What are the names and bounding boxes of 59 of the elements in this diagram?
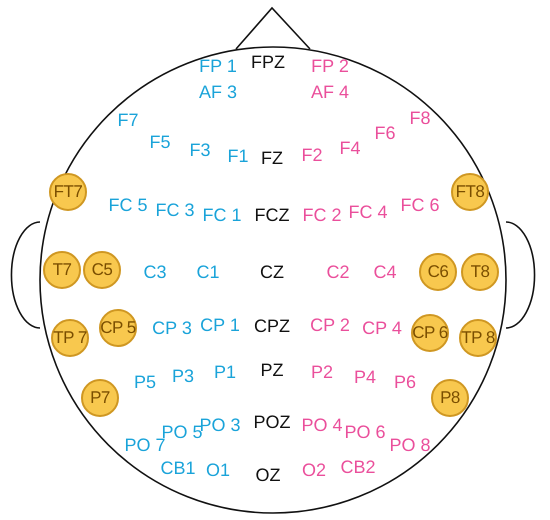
electrode-label: FC 1 (202, 206, 242, 224)
electrode-label: FC 4 (348, 203, 388, 221)
electrode-label: O1 (206, 461, 230, 479)
electrode-label: CPZ (254, 317, 290, 335)
electrode-circle: FT7 (49, 173, 87, 211)
electrode-circle: TP 7 (51, 319, 89, 357)
electrode-label: FPZ (251, 53, 285, 71)
electrode-label: F5 (150, 133, 170, 151)
electrode-circle: P7 (81, 379, 119, 417)
electrode-label: P5 (134, 373, 156, 391)
electrode-label: FC 5 (108, 196, 148, 214)
electrode-label: PZ (260, 361, 284, 379)
electrode-label: P6 (394, 373, 416, 391)
electrode-label: F6 (374, 124, 396, 142)
electrode-label: CP 1 (200, 316, 240, 334)
electrode-label: CZ (260, 263, 284, 281)
electrode-circle: T7 (43, 251, 81, 289)
electrode-label: F4 (340, 139, 360, 157)
electrode-label: C2 (326, 263, 350, 281)
electrode-label: F1 (228, 147, 248, 165)
electrode-label: P3 (172, 367, 194, 385)
electrode-label: CP 2 (310, 316, 350, 334)
electrode-label: F2 (302, 146, 322, 164)
electrode-label: FZ (261, 149, 283, 167)
electrode-circle: CP 5 (99, 309, 137, 347)
electrode-label: F7 (118, 111, 138, 129)
electrode-label: PO 4 (301, 416, 343, 434)
electrode-circle: P8 (431, 379, 469, 417)
electrode-label: AF 4 (311, 83, 349, 101)
electrode-label: CB1 (160, 459, 196, 477)
electrode-label: C4 (374, 263, 396, 281)
electrode-label: AF 3 (199, 83, 237, 101)
electrode-circle: FT8 (451, 173, 489, 211)
electrode-label: F8 (410, 109, 430, 127)
electrode-label: FC 3 (156, 201, 194, 219)
electrode-circle: C6 (419, 253, 457, 291)
electrode-label: FCZ (254, 206, 290, 224)
electrode-label: CB2 (340, 458, 376, 476)
electrode-label: P4 (354, 368, 376, 386)
electrode-label: FP 2 (311, 57, 349, 75)
electrode-label: PO 6 (344, 423, 386, 441)
electrode-label: OZ (256, 466, 280, 484)
electrode-label: FC 2 (302, 206, 342, 224)
electrode-label: PO 8 (389, 436, 431, 454)
electrode-label: FP 1 (199, 57, 237, 75)
electrode-label: O2 (302, 461, 326, 479)
electrode-circle: TP 8 (459, 319, 497, 357)
electrode-label: CP 3 (152, 319, 192, 337)
electrode-circle: CP 6 (411, 314, 449, 352)
electrode-label: POZ (254, 413, 290, 431)
electrode-label: F3 (190, 141, 210, 159)
electrode-label: FC 6 (400, 196, 440, 214)
electrode-circle: T8 (461, 253, 499, 291)
electrode-label: C1 (196, 263, 220, 281)
electrode-label: CP 4 (362, 319, 402, 337)
electrode-label: C3 (144, 263, 166, 281)
electrode-label: P1 (214, 363, 236, 381)
electrode-circle: C5 (83, 251, 121, 289)
electrode-label: P2 (310, 363, 334, 381)
